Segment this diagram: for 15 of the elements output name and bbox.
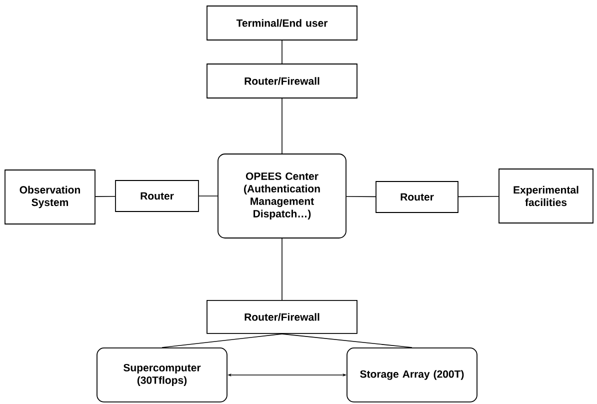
router-box: Router/Firewall — [206, 300, 358, 334]
connector-line — [162, 334, 282, 348]
system-box: Observation System — [4, 170, 96, 224]
router-box: Router/Firewall — [206, 64, 358, 98]
router-box: Router — [376, 181, 458, 213]
terminal-box: Terminal/End user — [206, 6, 358, 40]
connector-line — [282, 334, 412, 348]
center-box: OPEES Center (Authentication Management Dispatch…) — [218, 154, 346, 238]
connector-line — [458, 196, 499, 198]
router-box: Router — [115, 180, 199, 212]
computer-box: Supercomputer (30Tflops) — [96, 348, 228, 402]
connector-line — [346, 196, 376, 198]
facility-box: Experimental facilities — [498, 168, 594, 224]
storage-box: Storage Array (200T) — [346, 348, 478, 402]
connector-line — [95, 196, 116, 197]
